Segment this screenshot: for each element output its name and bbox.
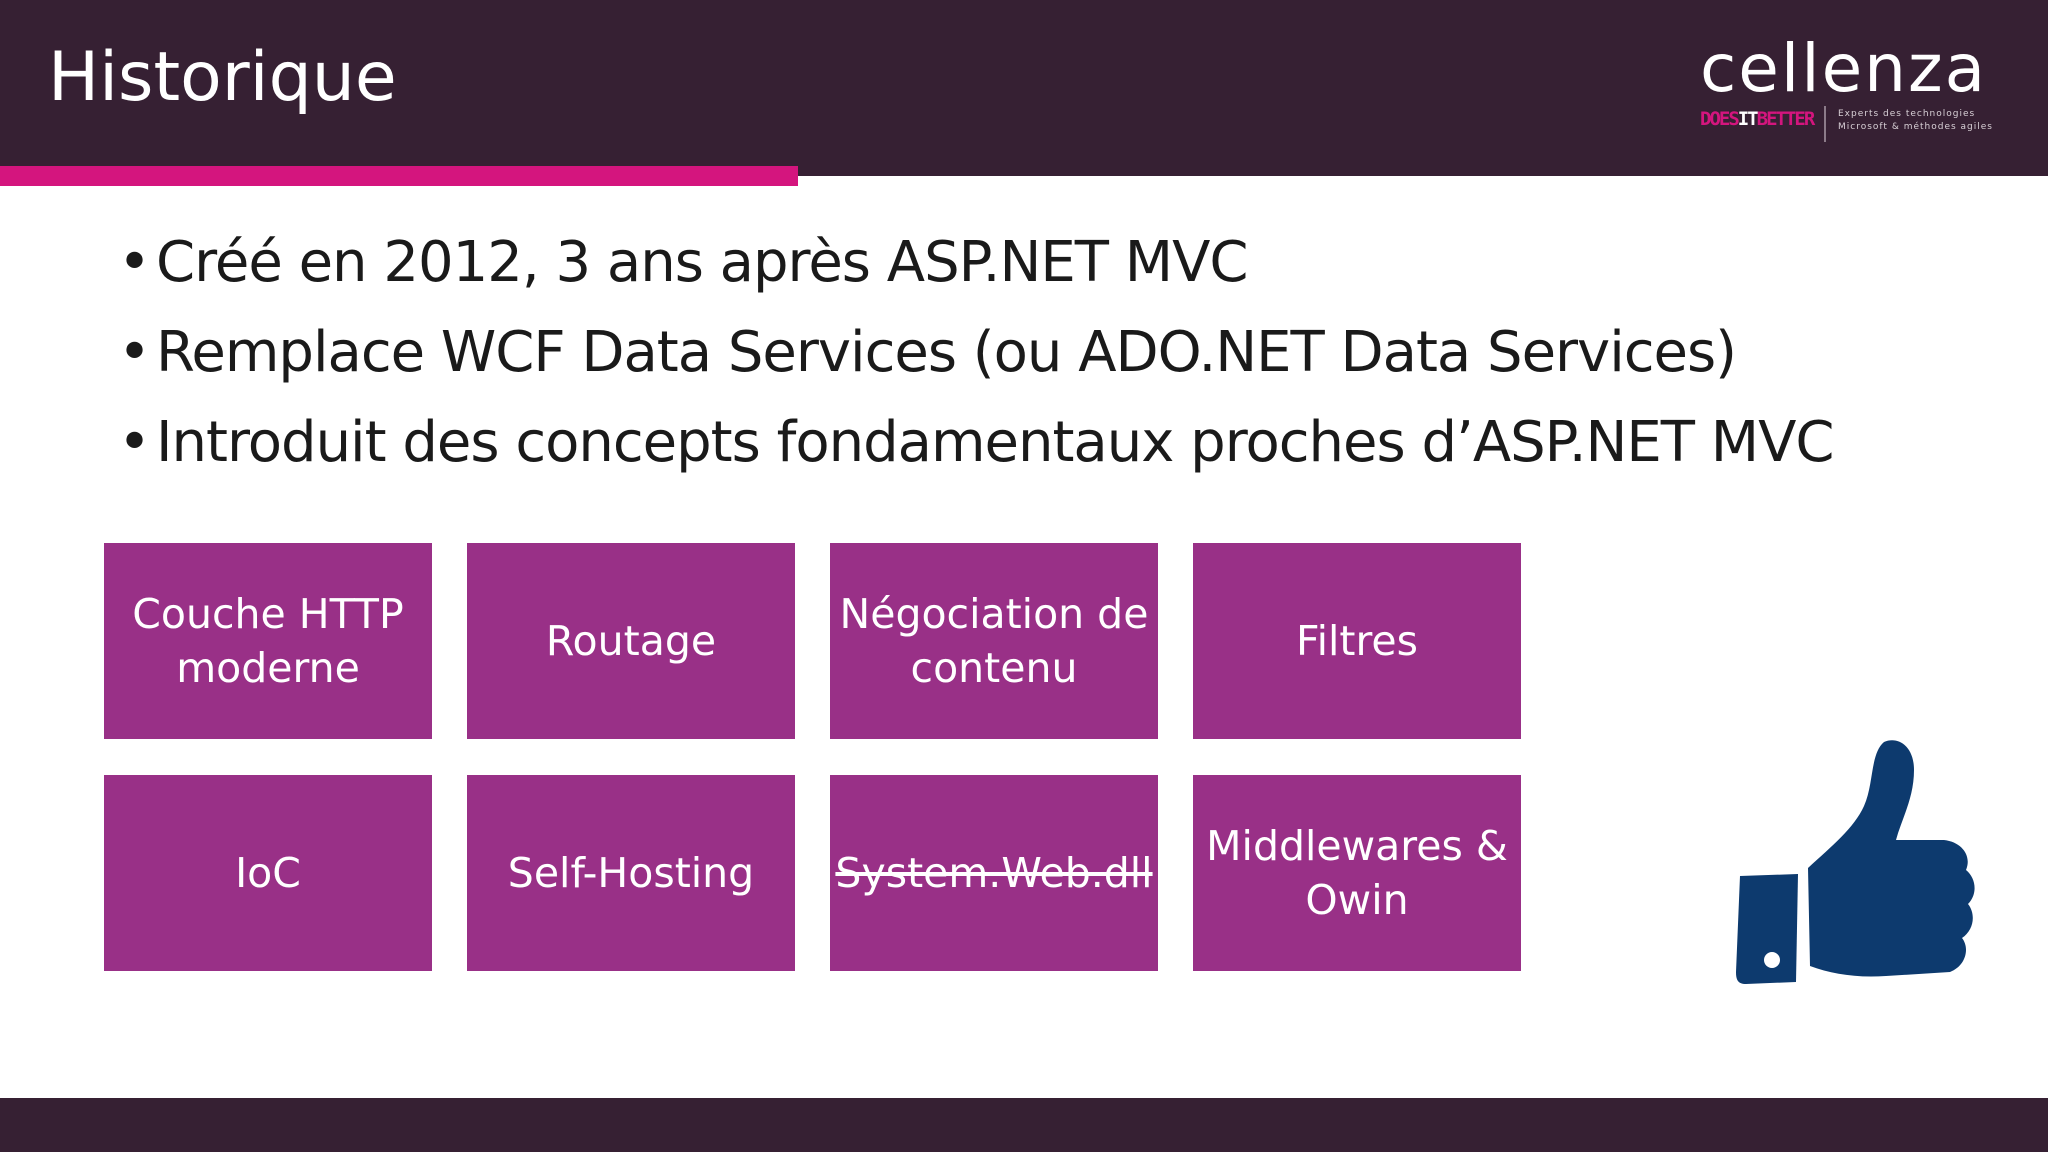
- bullet-dot: •: [118, 230, 151, 295]
- tile-self-hosting: Self-Hosting: [467, 775, 795, 971]
- logo-tag-better: BETTER: [1756, 108, 1816, 130]
- bullet-text: Remplace WCF Data Services (ou ADO.NET D…: [156, 320, 1737, 385]
- logo-tag-it: IT: [1737, 108, 1759, 130]
- logo-subtitle-line1: Experts des technologies: [1838, 109, 1976, 119]
- bullet-item: •Introduit des concepts fondamentaux pro…: [118, 398, 1835, 488]
- tile-line1: Négociation de: [839, 590, 1149, 638]
- tile-line1: Filtres: [1296, 617, 1418, 665]
- header-bar: Historique cellenza DOESITBETTER Experts…: [0, 0, 2048, 176]
- footer-bar: [0, 1098, 2048, 1152]
- tile-line1: Couche HTTP: [132, 590, 404, 638]
- bullet-dot: •: [118, 410, 151, 475]
- tile-couche-http: Couche HTTP moderne: [104, 543, 432, 739]
- logo-tag-does: DOES: [1700, 108, 1740, 130]
- tile-line2: contenu: [910, 644, 1078, 692]
- tile-line1: Routage: [545, 617, 717, 665]
- tile-line1: IoC: [235, 849, 301, 897]
- logo-tagline: DOESITBETTER: [1700, 108, 1816, 130]
- tile-negociation: Négociation de contenu: [830, 543, 1158, 739]
- tile-middlewares: Middlewares & Owin: [1193, 775, 1521, 971]
- tile-line2: Owin: [1305, 876, 1409, 924]
- tile-line2: moderne: [176, 644, 360, 692]
- logo-subtitle: Experts des technologies Microsoft & mét…: [1838, 108, 1993, 134]
- bullet-item: •Remplace WCF Data Services (ou ADO.NET …: [118, 308, 1834, 398]
- slide-title: Historique: [48, 38, 397, 117]
- bullet-text: Créé en 2012, 3 ans après ASP.NET MVC: [156, 230, 1248, 295]
- logo-subtitle-line2: Microsoft & méthodes agiles: [1838, 122, 1993, 132]
- tile-line1: Middlewares &: [1206, 822, 1508, 870]
- accent-bar: [0, 166, 798, 186]
- bullet-dot: •: [118, 320, 151, 385]
- bullet-text: Introduit des concepts fondamentaux proc…: [156, 410, 1835, 475]
- bullet-list: •Créé en 2012, 3 ans après ASP.NET MVC •…: [118, 218, 1835, 488]
- thumbs-up-icon: [1736, 740, 1975, 984]
- tile-ioc: IoC: [104, 775, 432, 971]
- tile-system-web: System.Web.dll: [830, 775, 1158, 971]
- cellenza-logo: cellenza DOESITBETTER Experts des techno…: [1696, 36, 1996, 146]
- logo-wordmark: cellenza: [1700, 30, 1988, 107]
- tile-routage: Routage: [467, 543, 795, 739]
- bullet-item: •Créé en 2012, 3 ans après ASP.NET MVC: [118, 218, 1834, 308]
- logo-separator: [1824, 106, 1826, 142]
- tile-line1: Self-Hosting: [507, 849, 755, 897]
- tile-filtres: Filtres: [1193, 543, 1521, 739]
- tile-line1: System.Web.dll: [835, 849, 1153, 897]
